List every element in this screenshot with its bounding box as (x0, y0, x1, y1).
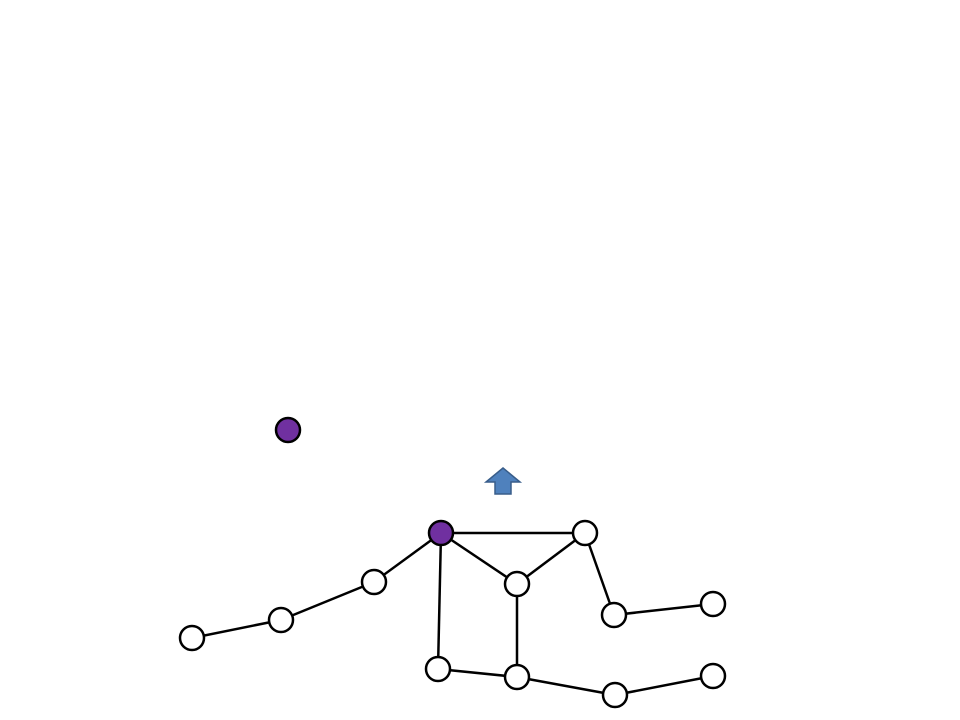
node-right-far (699, 590, 727, 618)
edge-right-mid-right-far (613, 602, 714, 617)
edge-bottom-center-bottom-right-1 (516, 675, 616, 697)
nodes-layer (178, 416, 727, 709)
node-left-2 (267, 606, 295, 634)
edge-top-right-right-mid (583, 532, 616, 616)
node-lone-purple (274, 416, 302, 444)
node-left-1 (360, 568, 388, 596)
node-hub (427, 519, 455, 547)
node-center (503, 570, 531, 598)
edge-top-right-center (516, 532, 586, 585)
edge-bottom-right-1-bottom-right-2 (614, 674, 714, 697)
edge-hub-center (440, 531, 518, 586)
up-arrow-shape (483, 467, 523, 495)
edge-hub-left-1 (373, 531, 442, 584)
node-right-mid (600, 601, 628, 629)
node-top-right (571, 519, 599, 547)
edge-hub-bottom-left (436, 532, 443, 670)
node-bottom-right-1 (601, 681, 629, 709)
node-bottom-right-2 (699, 662, 727, 690)
up-arrow-icon (483, 467, 523, 495)
edge-left-1-left-2 (280, 580, 375, 622)
edge-left-2-left-3 (191, 618, 282, 640)
node-bottom-center (503, 663, 531, 691)
node-left-3 (178, 624, 206, 652)
node-bottom-left (424, 655, 452, 683)
